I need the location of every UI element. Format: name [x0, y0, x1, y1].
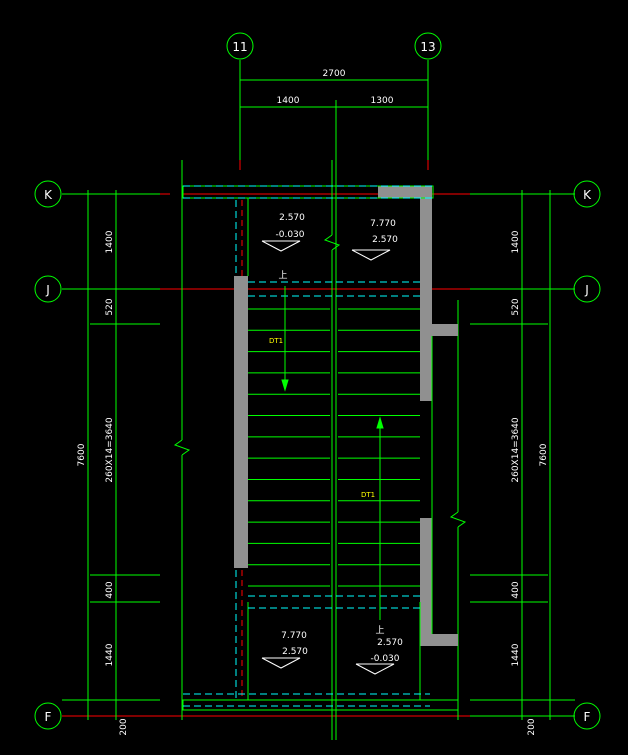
dim-left-seg-6: 200 [119, 718, 129, 735]
level-top-left-upper: 2.570 [279, 213, 305, 223]
axis-bubble-11 [226, 32, 254, 60]
axis-bubble-13 [414, 32, 442, 60]
flight-tag-right: DT1 [361, 491, 375, 499]
axis-bubbles [34, 32, 601, 730]
dim-right-total: 7600 [539, 443, 549, 466]
axis-label-11: 11 [232, 40, 247, 54]
flight-arrows [281, 286, 384, 620]
axis-label-right-k: K [583, 188, 592, 202]
level-texts: 2.570 -0.030 7.770 2.570 7.770 2.570 2.5… [275, 213, 403, 664]
stair-labels: 上 上 DT1 DT1 [269, 270, 385, 636]
stair-treads [248, 308, 420, 587]
axis-label-left-j: J [45, 283, 50, 297]
level-bottom-right-lower: -0.030 [370, 654, 399, 664]
dim-top-right: 1300 [371, 96, 394, 106]
dim-left-seg-1: 1400 [105, 230, 115, 253]
right-dimensions: 7600 1400 520 260X14=3640 400 1440 200 [511, 230, 549, 735]
axis-label-left-k: K [44, 188, 53, 202]
axis-bubble-left-f [34, 702, 62, 730]
dimension-lines [62, 60, 575, 740]
axis-label-right-f: F [584, 710, 591, 724]
axis-label-left-f: F [45, 710, 52, 724]
up-label-bottom: 上 [375, 625, 384, 636]
top-dimensions: 2700 1400 1300 [277, 69, 394, 106]
dim-left-seg-2: 520 [105, 298, 115, 315]
level-bottom-left-lower: 2.570 [282, 647, 308, 657]
slab-outlines [182, 185, 459, 711]
axis-bubble-left-k [34, 180, 62, 208]
dim-right-seg-1: 1400 [511, 230, 521, 253]
dim-right-seg-6: 200 [527, 718, 537, 735]
hidden-lines [183, 185, 433, 707]
dim-right-seg-5: 1440 [511, 643, 521, 666]
axis-label-13: 13 [420, 40, 435, 54]
dim-top-total: 2700 [323, 69, 346, 79]
up-label-top: 上 [278, 270, 287, 281]
level-bottom-right-upper: 2.570 [377, 638, 403, 648]
dim-right-seg-2: 520 [511, 298, 521, 315]
axis-bubble-right-k [573, 180, 601, 208]
dim-right-seg-4: 400 [511, 581, 521, 598]
level-symbols [261, 240, 395, 675]
axis-label-right-j: J [584, 283, 589, 297]
axis-lines [62, 150, 560, 717]
level-top-right-upper: 7.770 [370, 219, 396, 229]
walls [234, 186, 458, 646]
level-top-right-lower: 2.570 [372, 235, 398, 245]
dim-left-seg-3: 260X14=3640 [105, 417, 115, 483]
dim-left-seg-5: 1440 [105, 643, 115, 666]
axis-bubble-right-j [573, 275, 601, 303]
dim-left-seg-4: 400 [105, 581, 115, 598]
level-bottom-left-upper: 7.770 [281, 631, 307, 641]
axis-labels: 11 13 K J F K J F [44, 40, 592, 724]
axis-bubble-left-j [34, 275, 62, 303]
dim-right-seg-3: 260X14=3640 [511, 417, 521, 483]
level-top-left-lower: -0.030 [275, 230, 304, 240]
dim-left-total: 7600 [77, 443, 87, 466]
left-dimensions: 7600 1400 520 260X14=3640 400 1440 200 [77, 230, 129, 735]
dim-top-left: 1400 [277, 96, 300, 106]
flight-tag-left: DT1 [269, 337, 283, 345]
axis-bubble-right-f [573, 702, 601, 730]
